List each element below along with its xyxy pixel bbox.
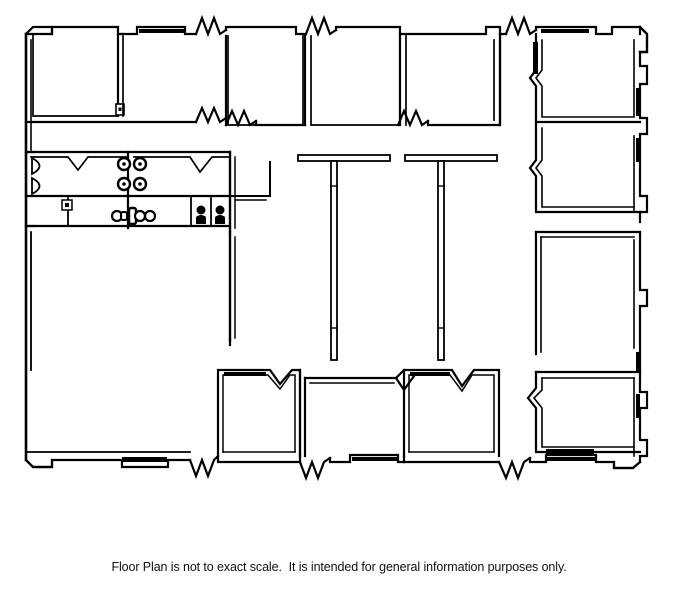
t-partition-left-stem	[330, 160, 338, 361]
window-left-right-upper	[533, 42, 538, 74]
t-partition-left	[297, 154, 391, 361]
window-bottom-1	[122, 457, 167, 462]
window-right-3	[636, 352, 641, 372]
urinal-1-icon	[31, 156, 41, 176]
exterior-wall-right	[612, 25, 649, 470]
window-room-bottom-1	[224, 372, 266, 376]
room-right-mid	[528, 120, 642, 214]
window-room-right-bottom	[546, 449, 594, 454]
wall-break-symbol-top-1	[194, 14, 228, 38]
wall-break-symbol-top-2	[304, 14, 338, 38]
sink-fixtures	[110, 206, 157, 226]
t-partition-right-arm	[404, 154, 498, 162]
room-main-left	[25, 230, 236, 453]
stall-wc-2-icon	[215, 205, 225, 215]
room-right-upper	[528, 32, 642, 124]
window-right-4	[636, 394, 640, 418]
t-partition-right	[404, 154, 498, 361]
urinal-2-icon	[31, 176, 41, 196]
t-partition-left-arm	[297, 154, 391, 162]
wall-break-symbol-bottom-2	[298, 456, 332, 482]
exterior-wall-bottom	[24, 453, 642, 482]
wall-break-symbol-top-3	[504, 14, 538, 38]
wall-break-symbol-mid-2	[224, 108, 258, 128]
stall-wc-1-icon	[196, 205, 206, 215]
room-right-bottom	[526, 370, 642, 454]
room-top-left	[32, 32, 125, 118]
wall-break-symbol-bottom-3	[497, 456, 532, 482]
window-right-2	[636, 138, 640, 162]
sink-3-icon	[143, 209, 157, 223]
wall-break-symbol-mid-3	[396, 108, 430, 128]
round-fixtures	[116, 156, 148, 192]
sink-2-icon	[133, 209, 147, 223]
room-bottom-2	[298, 368, 416, 458]
exterior-wall-top	[24, 14, 642, 38]
room-top-2	[24, 35, 228, 125]
window-right-1	[636, 88, 640, 116]
wall-break-symbol-bottom-1	[188, 454, 220, 480]
window-top	[139, 29, 589, 33]
window-bottom-3	[547, 457, 595, 461]
room-top-4	[224, 35, 430, 128]
window-bottom-2	[352, 457, 397, 461]
room-bottom-3	[402, 368, 501, 458]
wall-connectors	[228, 32, 502, 347]
stall-toilet-fixtures	[196, 205, 225, 224]
window-room-bottom-3	[410, 372, 450, 376]
sink-basin-1	[120, 211, 128, 221]
t-partition-right-stem	[437, 160, 445, 361]
room-right-lower	[534, 230, 642, 356]
floor-plan-caption: Floor Plan is not to exact scale. It is …	[111, 560, 567, 574]
restroom-block	[24, 150, 271, 234]
floor-plan-drawing	[24, 14, 649, 482]
wall-break-symbol-mid-1	[194, 105, 228, 125]
urinal-fixtures	[31, 156, 41, 196]
